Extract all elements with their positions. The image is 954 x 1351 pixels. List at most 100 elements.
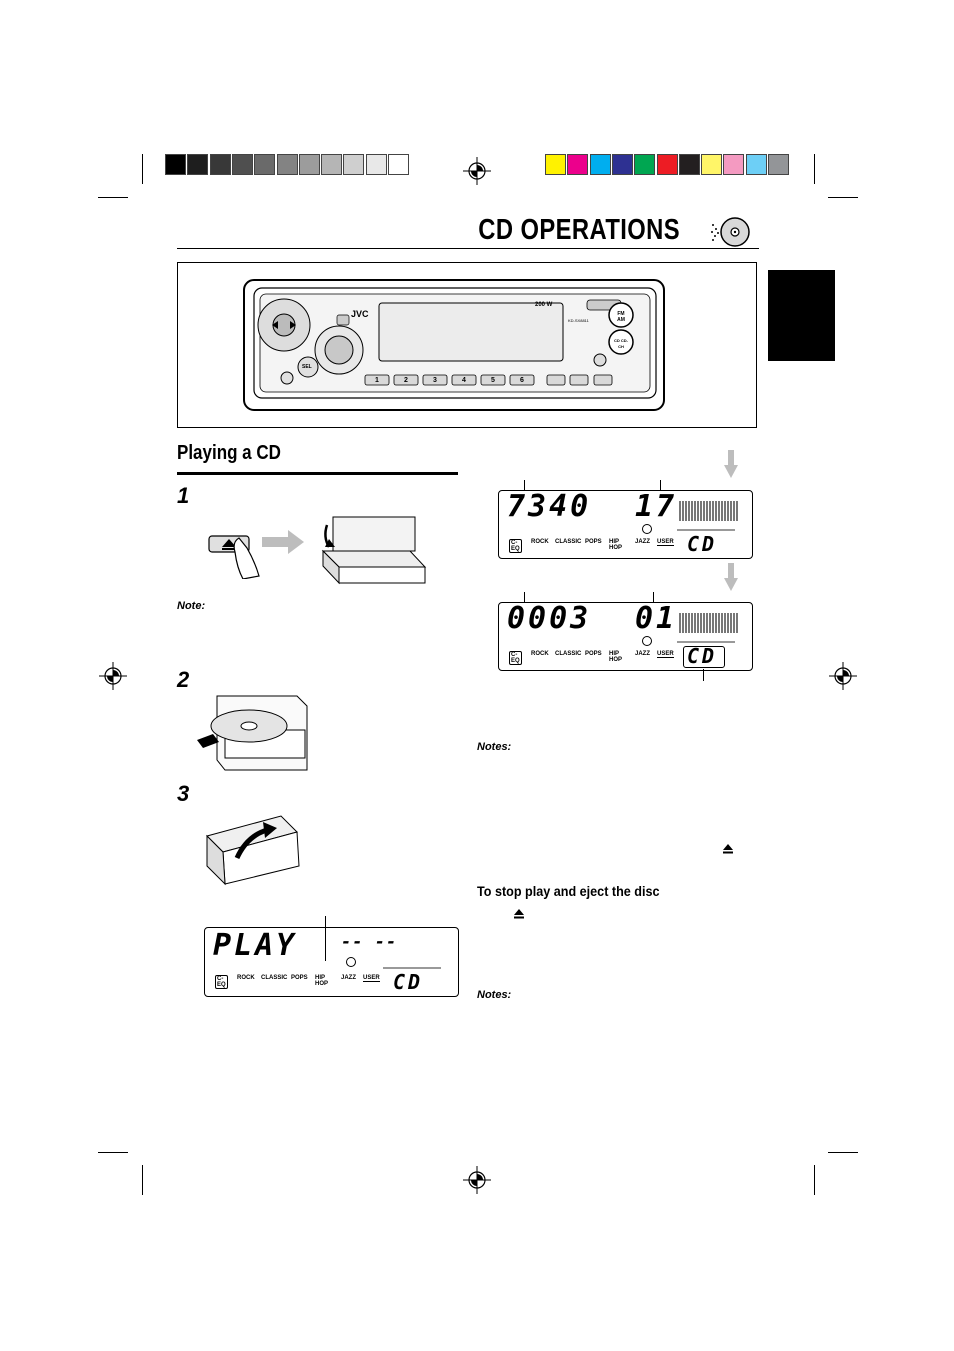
gray-swatch — [254, 154, 276, 175]
step-number: 3 — [177, 781, 190, 806]
callout-line — [653, 592, 654, 606]
lcd-level-bar — [677, 641, 735, 643]
gray-swatch — [388, 154, 409, 175]
unit-illustration-frame — [177, 262, 757, 428]
eq-mode-label: CLASSIC — [555, 651, 582, 657]
callout-line — [325, 916, 326, 961]
color-swatch — [589, 154, 611, 175]
lcd-source-frame — [683, 646, 725, 668]
gray-swatch — [321, 154, 343, 175]
close-panel-illustration — [206, 815, 300, 886]
crop-mark — [142, 154, 143, 184]
spectrum-meter — [679, 613, 739, 633]
lcd-main-text: 0003 — [507, 601, 592, 636]
spectrum-meter — [679, 501, 739, 521]
registration-mark-icon — [463, 1166, 491, 1194]
unit-sel: SEL — [302, 364, 312, 370]
crop-mark — [828, 197, 858, 198]
crop-mark — [98, 197, 128, 198]
step-number: 2 — [177, 667, 190, 692]
eq-mode-label: POPS — [585, 539, 602, 545]
eq-mode-label: CLASSIC — [261, 975, 288, 981]
color-swatch — [745, 154, 767, 175]
cd-disc-icon — [711, 217, 750, 247]
eq-mode-label: C-EQ — [509, 539, 522, 553]
lcd-source: CD — [687, 532, 718, 556]
insert-disc-illustration — [197, 695, 308, 771]
lcd-sub-text: -- -- — [341, 932, 398, 952]
callout-line — [524, 480, 525, 494]
color-swatch — [678, 154, 700, 175]
down-arrow-icon — [724, 450, 738, 478]
step-number: 1 — [177, 483, 190, 508]
eq-mode-label: POPS — [291, 975, 308, 981]
registration-mark-icon — [829, 662, 857, 690]
eq-mode-label: CLASSIC — [555, 539, 582, 545]
lcd-sub-text: 01 — [635, 601, 678, 636]
preset-button-label: 1 — [375, 377, 379, 384]
registration-mark-icon — [99, 662, 127, 690]
eq-mode-label: C-EQ — [509, 651, 522, 665]
down-arrow-icon — [724, 563, 738, 591]
color-swatch — [634, 154, 656, 175]
eq-mode-label: JAZZ — [635, 651, 650, 657]
gray-swatch — [343, 154, 365, 175]
car-stereo-illustration — [243, 279, 665, 411]
notes-label: Notes: — [477, 989, 512, 1001]
note-label: Note: — [177, 600, 206, 612]
disc-indicator-icon — [642, 636, 652, 646]
unit-fm-am: FM AM — [617, 311, 625, 323]
preset-button-label: 5 — [491, 377, 495, 384]
preset-button-label: 2 — [404, 377, 408, 384]
eq-mode-label: USER — [363, 975, 380, 982]
crop-mark — [98, 1152, 128, 1153]
title-rule — [177, 248, 759, 249]
lcd-main-text: PLAY — [213, 928, 298, 963]
eq-mode-label: C-EQ — [215, 975, 228, 989]
eq-mode-label: ROCK — [531, 539, 549, 545]
section-rule — [177, 472, 458, 475]
eject-icon — [514, 909, 524, 919]
eq-mode-label: HIP HOP — [315, 975, 329, 987]
language-tab — [768, 270, 835, 361]
eq-mode-label: ROCK — [237, 975, 255, 981]
lcd-source: CD — [687, 644, 718, 668]
gray-swatch — [365, 154, 387, 175]
crop-mark — [814, 1165, 815, 1195]
color-swatch — [768, 154, 789, 175]
lcd-main-text: 7340 — [507, 489, 592, 524]
preset-button-label: 6 — [520, 377, 524, 384]
section-heading: Playing a CD — [177, 442, 281, 464]
page-title: CD OPERATIONS — [478, 214, 680, 246]
gray-swatch — [276, 154, 298, 175]
color-swatch — [545, 154, 566, 175]
preset-button-label: 3 — [433, 377, 437, 384]
gray-swatch — [298, 154, 320, 175]
registration-mark-icon — [463, 157, 491, 185]
unit-model: KD-SX8811 — [568, 318, 589, 323]
open-panel-illustration — [321, 516, 427, 585]
lcd-level-bar — [677, 529, 735, 531]
stop-eject-heading: To stop play and eject the disc — [477, 883, 660, 899]
callout-line — [703, 669, 704, 681]
notes-label: Notes: — [477, 741, 512, 753]
crop-mark — [814, 154, 815, 184]
eq-mode-label: JAZZ — [341, 975, 356, 981]
eq-mode-label: JAZZ — [635, 539, 650, 545]
gray-swatch — [231, 154, 253, 175]
unit-power: 200 W — [535, 302, 553, 308]
eq-mode-label: USER — [657, 651, 674, 658]
eq-mode-label: ROCK — [531, 651, 549, 657]
eject-icon — [723, 844, 733, 854]
lcd-source: CD — [393, 970, 424, 994]
color-swatch — [611, 154, 633, 175]
preset-button-label: 4 — [462, 377, 466, 384]
gray-swatch — [187, 154, 209, 175]
gray-swatch — [165, 154, 186, 175]
eq-mode-label: HIP HOP — [609, 651, 623, 663]
eject-press-illustration — [208, 535, 260, 579]
color-swatch — [567, 154, 589, 175]
crop-mark — [142, 1165, 143, 1195]
